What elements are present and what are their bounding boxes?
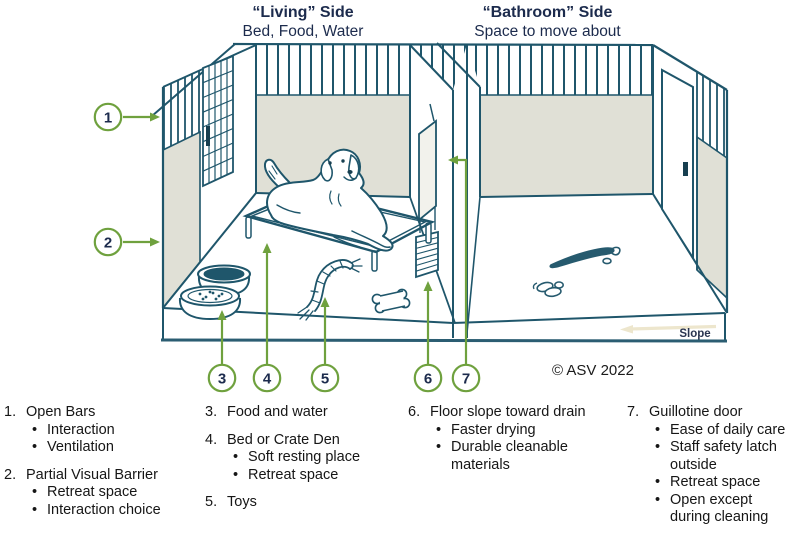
legend-bullet: Interaction: [26, 422, 200, 440]
legend-item-floor-slope: 6. Floor slope toward drain Faster dryin…: [408, 404, 600, 474]
legend-item-number: 7.: [627, 404, 640, 420]
door-handle: [683, 162, 688, 176]
callout-number-4: 4: [263, 371, 272, 388]
water-bowl: [203, 267, 245, 281]
callout-arrow-6: [423, 281, 433, 364]
legend-item-number: 2.: [4, 466, 17, 483]
dog-illustration: [263, 148, 394, 252]
callouts: [93, 102, 481, 393]
callout-number-7: 7: [462, 371, 470, 388]
callout-number-1: 1: [104, 110, 112, 127]
legend-item-open-bars: 1. Open Bars Interaction Ventilation: [4, 404, 200, 457]
back-wall-panel-bathroom: [480, 95, 653, 197]
left-wall: [151, 43, 257, 311]
legend-bullet: Ease of daily care: [649, 422, 795, 440]
legend-bullet: Staff safety latch outside: [649, 439, 795, 474]
slope-label: Slope: [679, 328, 710, 340]
rope-toy: [297, 258, 363, 321]
right-wall-bars: [697, 72, 727, 158]
legend-bullet: Retreat space: [649, 474, 795, 492]
callout-arrow-5: [320, 297, 330, 364]
living-side-subtitle: Bed, Food, Water: [242, 23, 364, 40]
legend-bullet: Durable cleanable materials: [430, 439, 600, 474]
partial-visual-barrier-panel: [162, 130, 201, 311]
bathroom-side-title: “Bathroom” Side: [482, 4, 613, 21]
callout-circle-4: [252, 363, 282, 393]
legend-item-title: Floor slope toward drain: [430, 404, 586, 420]
right-wall: [652, 44, 729, 314]
callout-circle-2: [93, 227, 123, 257]
callout-circle-5: [310, 363, 340, 393]
bathroom-side-subtitle: Space to move about: [474, 23, 621, 40]
callout-arrow-3: [217, 310, 227, 364]
legend-item-guillotine-door: 7. Guillotine door Ease of daily care St…: [627, 404, 795, 527]
guillotine-door: [418, 103, 437, 233]
legend-item-toys: 5. Toys: [205, 494, 401, 512]
legend-item-number: 4.: [205, 431, 218, 448]
dog-nose: [347, 170, 353, 174]
copyright-text: © ASV 2022: [552, 362, 634, 379]
legend-bullet: Retreat space: [26, 484, 200, 502]
urine-mark: [549, 246, 621, 269]
slope-direction-arrow: [620, 325, 633, 334]
legend-item-title: Food and water: [227, 404, 328, 420]
legend-item-title: Guillotine door: [649, 404, 743, 420]
legend-bullet: Soft resting place: [227, 449, 401, 467]
gate-door: [202, 54, 234, 188]
callout-arrow-1: [123, 112, 160, 122]
callout-circle-6: [413, 363, 443, 393]
callout-arrow-2: [123, 237, 160, 247]
legend-item-number: 1.: [4, 404, 17, 420]
legend-item-food-and-water: 3. Food and water: [205, 404, 401, 422]
living-side-title: “Living” Side: [252, 4, 354, 21]
legend-item-number: 5.: [205, 494, 218, 510]
callout-circle-7: [451, 363, 481, 393]
legend-bullet: Open except during cleaning: [649, 492, 795, 527]
legend-column-1: 1. Open Bars Interaction Ventilation 2. …: [4, 404, 200, 529]
legend-column-3: 6. Floor slope toward drain Faster dryin…: [408, 404, 600, 484]
food-water-bowls: [178, 264, 251, 321]
callout-circle-3: [207, 363, 237, 393]
bathroom-side-header: “Bathroom” Side Space to move about: [450, 3, 645, 41]
callout-number-6: 6: [424, 371, 432, 388]
gate-latch: [206, 126, 210, 146]
callout-number-5: 5: [321, 371, 329, 388]
left-wall-bars: [163, 70, 200, 150]
legend-bullet: Interaction choice: [26, 502, 200, 520]
feces-mark: [532, 281, 564, 298]
legend-column-2: 3. Food and water 4. Bed or Crate Den So…: [205, 404, 401, 522]
legend-item-title: Open Bars: [26, 404, 96, 420]
legend-item-bed-or-crate-den: 4. Bed or Crate Den Soft resting place R…: [205, 432, 401, 485]
floor-slab: [160, 307, 728, 343]
bone-toy: [371, 288, 411, 314]
legend-item-number: 6.: [408, 404, 421, 420]
legend-item-number: 3.: [205, 404, 218, 420]
legend-item-partial-visual-barrier: 2. Partial Visual Barrier Retreat space …: [4, 467, 200, 520]
legend-item-title: Partial Visual Barrier: [26, 466, 158, 483]
callout-numbers: 1 2 3 4 5 6 7: [104, 110, 470, 388]
living-side-header: “Living” Side Bed, Food, Water: [208, 3, 398, 41]
legend-bullet: Faster drying: [430, 422, 600, 440]
callout-number-2: 2: [104, 235, 112, 252]
legend-item-title: Toys: [227, 494, 257, 510]
legend-bullet: Retreat space: [227, 467, 401, 485]
callout-arrow-7: [448, 155, 468, 364]
legend-bullet: Ventilation: [26, 439, 200, 457]
legend-column-4: 7. Guillotine door Ease of daily care St…: [627, 404, 795, 537]
callout-circle-1: [93, 102, 123, 132]
callout-arrow-4: [262, 243, 272, 364]
back-door: [661, 68, 694, 262]
back-wall-panel-living: [256, 95, 410, 197]
callout-number-3: 3: [218, 371, 226, 388]
legend-item-title: Bed or Crate Den: [227, 431, 340, 448]
divider-wall: [409, 42, 481, 338]
